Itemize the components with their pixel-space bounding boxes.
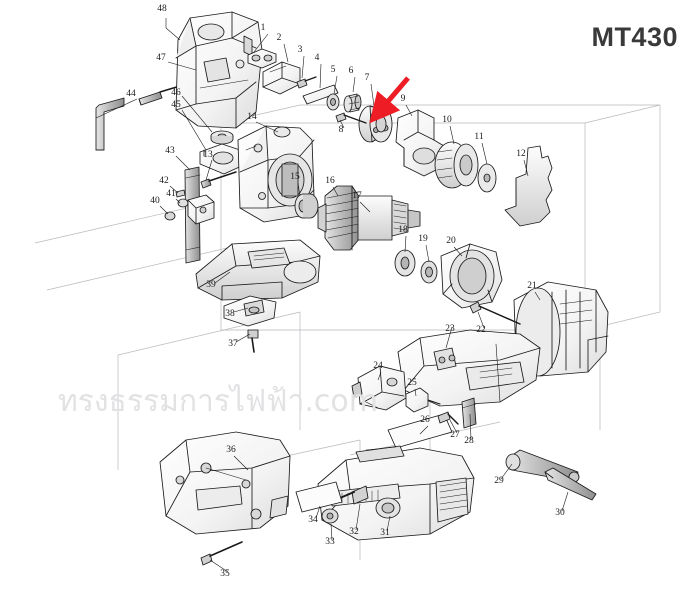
callout-number-1: 1 <box>261 23 266 33</box>
part-1-bracket <box>247 48 277 69</box>
part-19-bearing <box>420 260 438 284</box>
callout-number-5: 5 <box>331 65 336 75</box>
part-40-ball <box>164 211 176 221</box>
part-44-hex-wrench <box>95 97 125 151</box>
part-38-bracket <box>223 295 277 327</box>
callout-number-35: 35 <box>220 569 230 579</box>
red-arrow-icon <box>369 76 410 124</box>
callout-number-28: 28 <box>464 436 474 446</box>
callout-number-20: 20 <box>446 236 456 246</box>
callout-number-26: 26 <box>420 415 430 425</box>
part-31-motor-housing-lower <box>317 445 475 541</box>
part-30-rod <box>544 467 597 501</box>
part-11-washer <box>477 163 497 193</box>
part-illustrations <box>95 11 609 566</box>
page-title: MT430 <box>591 22 678 52</box>
part-32-screw <box>339 485 369 505</box>
part-39-base-shoe <box>195 239 321 301</box>
part-42-pin <box>175 189 186 198</box>
callout-number-41: 41 <box>166 189 176 199</box>
callout-number-4: 4 <box>315 53 320 63</box>
part-15-bearing <box>294 193 319 219</box>
part-40-holder <box>187 194 215 225</box>
part-22-long-screw <box>469 301 521 325</box>
part-25-cap <box>405 387 441 413</box>
callout-number-17: 17 <box>352 191 362 201</box>
callout-number-9: 9 <box>401 94 406 104</box>
part-4-plate <box>302 84 339 105</box>
part-10-fan <box>434 141 479 189</box>
callout-number-22: 22 <box>476 325 486 335</box>
part-37-screw <box>247 329 259 353</box>
part-33-grommet <box>321 508 339 524</box>
callout-number-18: 18 <box>398 225 408 235</box>
callout-number-47: 47 <box>156 53 166 63</box>
part-47-gear-housing-cover <box>175 11 263 129</box>
part-46-washer <box>210 130 234 145</box>
part-5-roller <box>326 93 340 111</box>
leader-lines <box>95 18 569 573</box>
callout-number-10: 10 <box>442 115 452 125</box>
part-28-brush <box>461 397 477 429</box>
part-18-washer <box>394 249 416 277</box>
part-6-bushing <box>343 93 362 113</box>
callout-number-38: 38 <box>225 309 235 319</box>
callout-number-21: 21 <box>527 281 537 291</box>
callout-number-8: 8 <box>339 125 344 135</box>
part-34-label <box>295 481 343 513</box>
callout-number-44: 44 <box>126 89 136 99</box>
callout-number-12: 12 <box>516 149 526 159</box>
part-35-screw <box>200 541 243 566</box>
callout-number-42: 42 <box>159 176 169 186</box>
callout-number-36: 36 <box>226 445 236 455</box>
part-41-bush <box>177 198 189 208</box>
callout-number-7: 7 <box>365 73 370 83</box>
part-8-screw <box>335 112 367 124</box>
part-23-housing-half <box>397 329 541 407</box>
part-2-roller-holder <box>262 61 301 95</box>
callout-number-2: 2 <box>277 33 282 43</box>
callout-number-13: 13 <box>203 150 213 160</box>
part-9-counterweight <box>395 109 445 177</box>
part-14-gear-housing <box>237 125 315 223</box>
part-26-nameplate <box>387 413 453 449</box>
callout-number-39: 39 <box>206 280 216 290</box>
callout-number-46: 46 <box>171 88 181 98</box>
callout-number-25: 25 <box>407 378 417 388</box>
callout-number-40: 40 <box>150 196 160 206</box>
part-3-screw <box>296 76 317 89</box>
callout-number-43: 43 <box>165 146 175 156</box>
part-12-blade <box>504 145 553 227</box>
callout-number-31: 31 <box>380 528 390 538</box>
highlight-annotation <box>369 76 410 124</box>
part-7-eccentric-gear <box>358 105 393 143</box>
callout-number-3: 3 <box>298 45 303 55</box>
part-13-screw <box>200 171 237 189</box>
callout-number-11: 11 <box>474 132 483 142</box>
part-36-housing-half <box>159 431 291 535</box>
callout-number-23: 23 <box>445 324 455 334</box>
callout-number-14: 14 <box>247 112 257 122</box>
part-16-17-armature <box>317 185 421 251</box>
callout-number-27: 27 <box>450 430 460 440</box>
part-27-screw <box>437 411 459 425</box>
callout-number-24: 24 <box>373 361 383 371</box>
callout-number-6: 6 <box>349 66 354 76</box>
callout-number-19: 19 <box>418 234 428 244</box>
callout-number-33: 33 <box>325 537 335 547</box>
callout-number-15: 15 <box>290 172 300 182</box>
callout-number-29: 29 <box>494 476 504 486</box>
callout-number-48: 48 <box>157 4 167 14</box>
part-24-switch <box>351 365 407 411</box>
callout-number-34: 34 <box>308 515 318 525</box>
callout-number-32: 32 <box>349 527 359 537</box>
callout-number-30: 30 <box>555 508 565 518</box>
callout-number-37: 37 <box>228 339 238 349</box>
part-20-brush-holder <box>440 243 503 309</box>
callout-number-16: 16 <box>325 176 335 186</box>
callout-number-45: 45 <box>171 100 181 110</box>
